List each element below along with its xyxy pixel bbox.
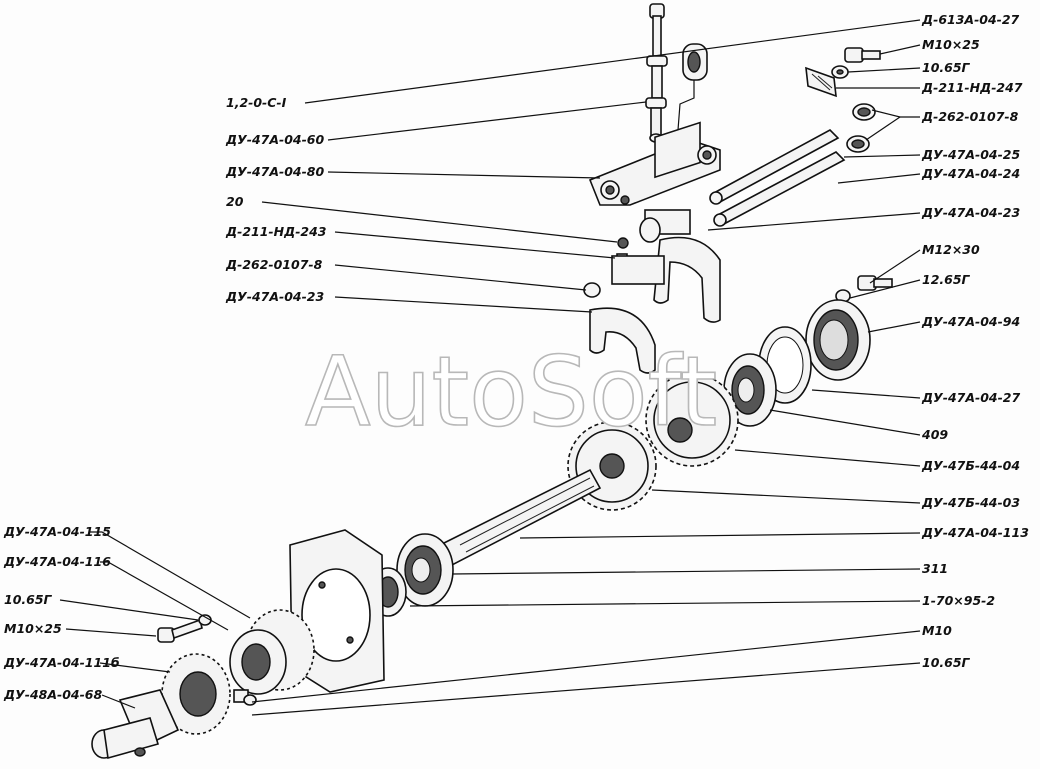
- nut-m10: [233, 689, 257, 706]
- ball: [617, 237, 629, 249]
- label-m10x25-top: М10×25: [922, 37, 980, 52]
- shift-fork-upper: [639, 209, 721, 323]
- watermark: AutoSoft: [305, 336, 717, 448]
- label-311: 311: [922, 561, 948, 576]
- label-du47a-04-111b: ДУ-47А-04-111б: [3, 655, 120, 670]
- label-d211-nd-243: Д-211-НД-243: [225, 224, 326, 239]
- retaining-ring-left: [583, 282, 601, 298]
- label-du47a-04-94: ДУ-47А-04-94: [921, 314, 1020, 329]
- gear-large: [645, 373, 739, 467]
- label-du47a-04-24: ДУ-47А-04-24: [921, 166, 1020, 181]
- elbow-fitting: [91, 689, 180, 760]
- lever-bracket: [588, 121, 721, 206]
- washer-top: [831, 65, 849, 79]
- lever-link: [677, 43, 708, 131]
- label-m10x25-left: М10×25: [4, 621, 62, 636]
- label-d262-0107-8-left: Д-262-0107-8: [225, 257, 323, 272]
- label-du47a-04-115: ДУ-47А-04-115: [3, 524, 111, 539]
- label-1-2-0-c-i: 1,2-0-С-I: [226, 95, 287, 110]
- label-20: 20: [226, 194, 244, 209]
- shift-rods: [709, 129, 846, 227]
- drive-flange: [161, 653, 231, 735]
- label-10-65g-bottom-right: 10.65Г: [922, 655, 971, 670]
- label-409: 409: [921, 427, 948, 442]
- labels-left-bottom: ДУ-47А-04-115 ДУ-47А-04-116 10.65Г М10×2…: [3, 524, 120, 702]
- bearing-cup: [805, 299, 871, 381]
- gasket: [758, 326, 812, 404]
- lock-plate: [805, 66, 837, 98]
- label-du47b-44-04: ДУ-47Б-44-04: [921, 458, 1020, 473]
- retaining-rings: [846, 103, 876, 153]
- label-du47a-04-113: ДУ-47А-04-113: [921, 525, 1029, 540]
- bolt-m10x25-bottom: [157, 618, 203, 643]
- label-d262-0107-8-right: Д-262-0107-8: [921, 109, 1019, 124]
- leaders-right: [251, 19, 921, 716]
- shift-lever-shaft: [645, 3, 668, 143]
- label-du47a-04-25: ДУ-47А-04-25: [921, 147, 1020, 162]
- label-m10: М10: [922, 623, 952, 638]
- flange-gear: [229, 609, 315, 695]
- labels-left-top: 1,2-0-С-I ДУ-47А-04-60 ДУ-47А-04-80 20 Д…: [225, 95, 326, 304]
- label-du47a-04-60: ДУ-47А-04-60: [225, 132, 324, 147]
- label-du47a-04-27: ДУ-47А-04-27: [921, 390, 1020, 405]
- label-12-65g: 12.65Г: [922, 272, 971, 287]
- label-du47a-04-23-left: ДУ-47А-04-23: [225, 289, 324, 304]
- leaders-left-bottom: [59, 531, 251, 709]
- label-du47a-04-116: ДУ-47А-04-116: [3, 554, 111, 569]
- bearing-311: [396, 533, 454, 607]
- label-du47a-04-23-right: ДУ-47А-04-23: [921, 205, 1020, 220]
- label-1-70x95-2: 1-70×95-2: [922, 593, 995, 608]
- labels-right: Д-613А-04-27 М10×25 10.65Г Д-211-НД-247 …: [921, 12, 1029, 670]
- label-10-65g-top: 10.65Г: [922, 60, 971, 75]
- label-du47a-04-80: ДУ-47А-04-80: [225, 164, 324, 179]
- label-m12x30: М12×30: [922, 242, 980, 257]
- leaders-left-top: [261, 101, 647, 313]
- shift-fork-lower: [589, 255, 665, 374]
- label-10-65g-left: 10.65Г: [4, 592, 53, 607]
- label-du47b-44-03: ДУ-47Б-44-03: [921, 495, 1020, 510]
- label-d613a-04-27: Д-613А-04-27: [921, 12, 1020, 27]
- label-d211-nd-247: Д-211-НД-247: [921, 80, 1023, 95]
- splined-shaft: [438, 468, 602, 567]
- bolt-m12x30: [857, 275, 893, 291]
- bolt-m10x25-top: [844, 47, 881, 63]
- label-du48a-04-68: ДУ-48А-04-68: [3, 687, 102, 702]
